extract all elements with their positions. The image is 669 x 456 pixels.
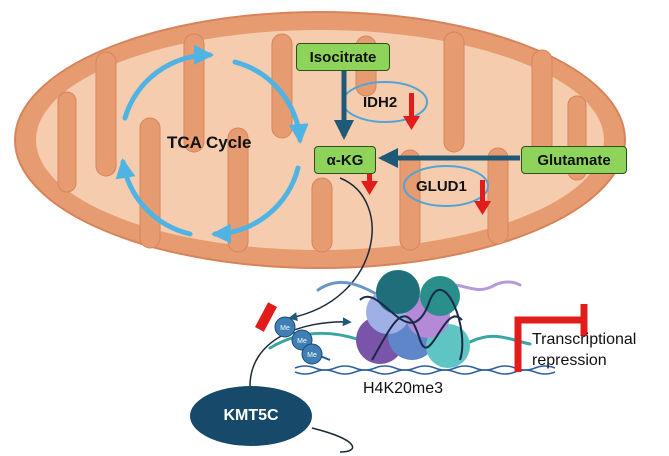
methyl-group-icon (301, 343, 323, 365)
isocitrate-box: Isocitrate (296, 43, 390, 71)
glutamate-box: Glutamate (521, 146, 627, 174)
down-arrow-icon (474, 180, 491, 215)
kmt5c-enzyme: KMT5C (190, 386, 312, 446)
repression-symbol (514, 316, 584, 372)
idh2-label: IDH2 (363, 94, 398, 111)
glud1-outline (403, 165, 489, 207)
inhibition-bar-icon (255, 302, 277, 332)
mitochondrion (14, 11, 626, 269)
down-arrow-icon (361, 164, 378, 195)
methyl-group-icon (274, 316, 296, 338)
akg-to-chromatin-path (288, 177, 373, 321)
h4k20me3-label: H4K20me3 (363, 380, 444, 397)
methyl-groups: Me Me Me (274, 316, 331, 365)
glud1-label: GLUD1 (416, 178, 467, 195)
tca-cycle-arrows (115, 44, 309, 244)
me-label: Me (297, 338, 307, 345)
me-label: Me (280, 325, 290, 332)
dna-strand (294, 365, 556, 375)
nucleosome (356, 270, 470, 368)
cristae (57, 31, 587, 253)
repression-label-line2: repression (532, 352, 607, 369)
akg-box: α-KG (314, 146, 376, 174)
me-label: Me (307, 352, 317, 359)
tca-cycle-label: TCA Cycle (167, 133, 252, 152)
repression-label-line1: Transcriptional (532, 331, 637, 348)
down-arrow-icon (403, 93, 420, 130)
